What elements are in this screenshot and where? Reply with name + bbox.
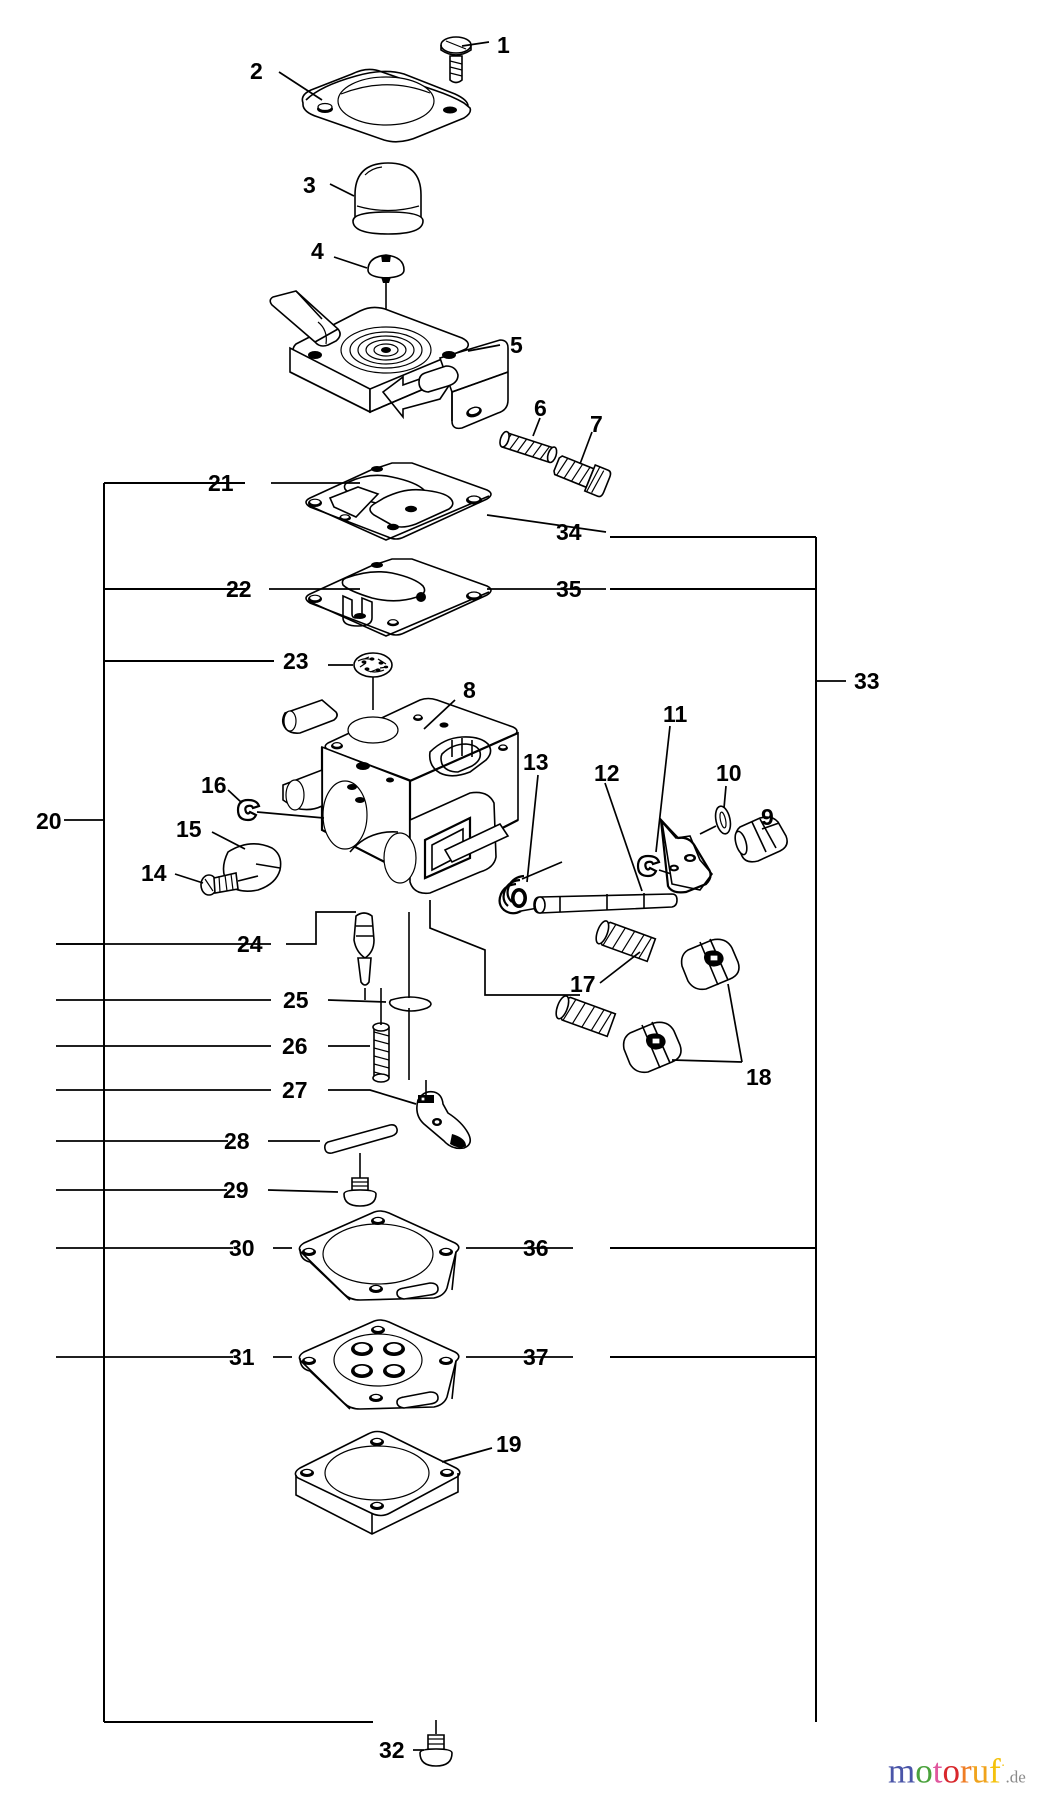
callout-29: 29 [223,1177,249,1203]
callout-34: 34 [556,519,582,545]
callout-26: 26 [282,1033,308,1059]
part-22-pump-diaphragm [269,558,606,637]
callout-32: 32 [379,1737,405,1763]
logo-letter-m: m [888,1751,916,1791]
callout-18: 18 [746,1064,772,1090]
part-21-pump-gasket [271,462,607,541]
callout-31: 31 [229,1344,255,1370]
part-6-spring [499,417,558,464]
callout-7: 7 [590,411,603,437]
motoruf-watermark-logo: motoruf·.de [888,1748,1038,1791]
logo-letter-u: u [971,1751,990,1791]
part-29-screw [56,1177,377,1207]
part-19-cover-plate [294,1430,493,1535]
callout-28: 28 [224,1128,250,1154]
callout-36: 36 [523,1235,549,1261]
bracket-group-20 [56,482,373,1723]
callout-22: 22 [226,576,252,602]
part-13-throttle-return-spring [498,774,563,915]
callout-27: 27 [282,1077,308,1103]
callout-30: 30 [229,1235,255,1261]
logo-letter-o1: o [915,1751,933,1791]
group-leader-lines [104,482,201,590]
callout-35: 35 [556,576,582,602]
logo-dot: · [1000,1759,1006,1774]
part-25-metering-lever-pin [56,912,432,1080]
callout-21: 21 [208,470,234,496]
part-26-metering-spring [56,988,390,1083]
callout-15: 15 [176,816,202,842]
part-32-screw [413,1720,453,1767]
callout-3: 3 [303,172,316,198]
logo-letter-t: t [932,1751,943,1791]
part-7-adjusting-screw [553,431,612,498]
callout-10: 10 [716,760,742,786]
part-2-insulator-flange [278,68,472,143]
part-1-screw [440,36,490,84]
part-17-mixture-screws [429,900,740,1074]
callout-23: 23 [283,648,309,674]
callout-4: 4 [311,238,324,264]
callout-6: 6 [534,395,547,421]
part-14-screw [174,872,259,896]
logo-letter-r: r [959,1751,972,1791]
part-12-throttle-shaft [533,782,678,914]
part-16-e-clip [227,789,325,822]
logo-letter-o2: o [942,1751,960,1791]
part-28-lever-pin [56,1124,398,1178]
callout-33: 33 [854,668,880,694]
callout-20: 20 [36,808,62,834]
logo-letter-f: f [989,1751,1001,1791]
part-3-primer-bulb [329,162,424,235]
callout-12: 12 [594,760,620,786]
callout-2: 2 [250,58,263,84]
callout-25: 25 [283,987,309,1013]
part-31-metering-diaphragm [56,1319,573,1410]
callout-1: 1 [497,32,510,58]
logo-suffix-de: .de [1005,1767,1026,1787]
part-5-primer-pump-body [269,290,509,430]
callout-11: 11 [663,701,688,727]
callout-37: 37 [523,1344,549,1370]
callout-16: 16 [201,772,227,798]
part-8-carburetor-body [281,697,519,895]
callout-19: 19 [496,1431,522,1457]
part-9-throttle-cap [734,816,788,863]
part-30-metering-gasket [56,1210,573,1301]
part-4-primer-valve [333,254,405,351]
callout-8: 8 [463,677,476,703]
bracket-group-33 [610,536,846,1722]
part-10-washer [699,785,732,835]
callout-13: 13 [523,749,549,775]
part-23-inlet-screen [328,652,393,710]
callout-5: 5 [510,332,523,358]
callout-17: 17 [570,971,596,997]
callout-9: 9 [761,804,774,830]
callout-14: 14 [141,860,167,886]
part-18-limiter-caps-leader [671,983,743,1063]
callout-24: 24 [237,931,263,957]
part-27-metering-lever [56,1080,472,1150]
throttle-lever [659,816,714,894]
